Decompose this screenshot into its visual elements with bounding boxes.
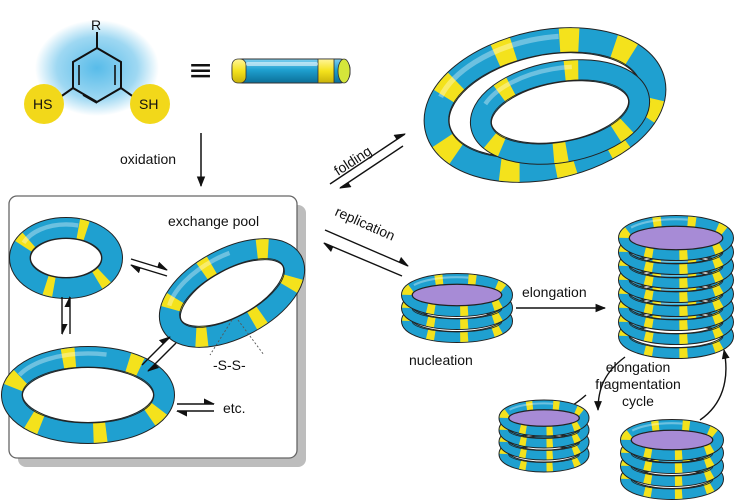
elongation-label: elongation (522, 284, 587, 300)
disulfide-label: -S-S- (213, 357, 246, 373)
cycle-label-line1: elongation (606, 359, 671, 375)
r-group-label: R (91, 17, 101, 33)
folded-ring-inner (469, 59, 651, 165)
cycle-label-line3: cycle (622, 393, 654, 409)
fiber-ring (618, 215, 734, 261)
fragment-stack-small (498, 399, 590, 473)
pool-equilibrium-arrows (61, 258, 216, 417)
nucleation-label: nucleation (409, 352, 473, 368)
frag-small-ring (498, 399, 590, 437)
folded-macrocycle (423, 27, 667, 183)
right-thiol-highlight (130, 84, 170, 124)
exchange-pool-rings (1, 217, 306, 444)
nucleus-ring (401, 273, 513, 317)
elongated-fiber (618, 215, 734, 359)
nucleus-stack (401, 273, 513, 343)
fragment-stack-medium (620, 419, 724, 500)
replication-equilibrium-arrows (322, 229, 410, 277)
building-block-rod-icon (231, 58, 351, 84)
equivalence-symbol: ≡ (188, 53, 213, 88)
left-thiol-highlight (24, 84, 64, 124)
exchange-pool-label: exchange pool (168, 213, 259, 229)
etc-label: etc. (223, 400, 246, 416)
disulfide-callout (209, 319, 265, 356)
building-block-molecule: R HS SH (24, 17, 170, 124)
pool-ring-large (1, 346, 175, 444)
cycle-label-line2: fragmentation (595, 376, 681, 392)
frag-medium-ring (620, 419, 724, 461)
folded-ring-outer (423, 27, 667, 183)
left-thiol-label: HS (33, 96, 52, 112)
oxidation-label: oxidation (120, 151, 176, 167)
folding-equilibrium-arrows (329, 133, 406, 189)
benzene-ring (72, 46, 122, 104)
pool-ring-oval (158, 238, 306, 348)
pool-ring-small (9, 217, 123, 299)
right-thiol-label: SH (139, 96, 158, 112)
folding-label: folding (331, 143, 374, 179)
